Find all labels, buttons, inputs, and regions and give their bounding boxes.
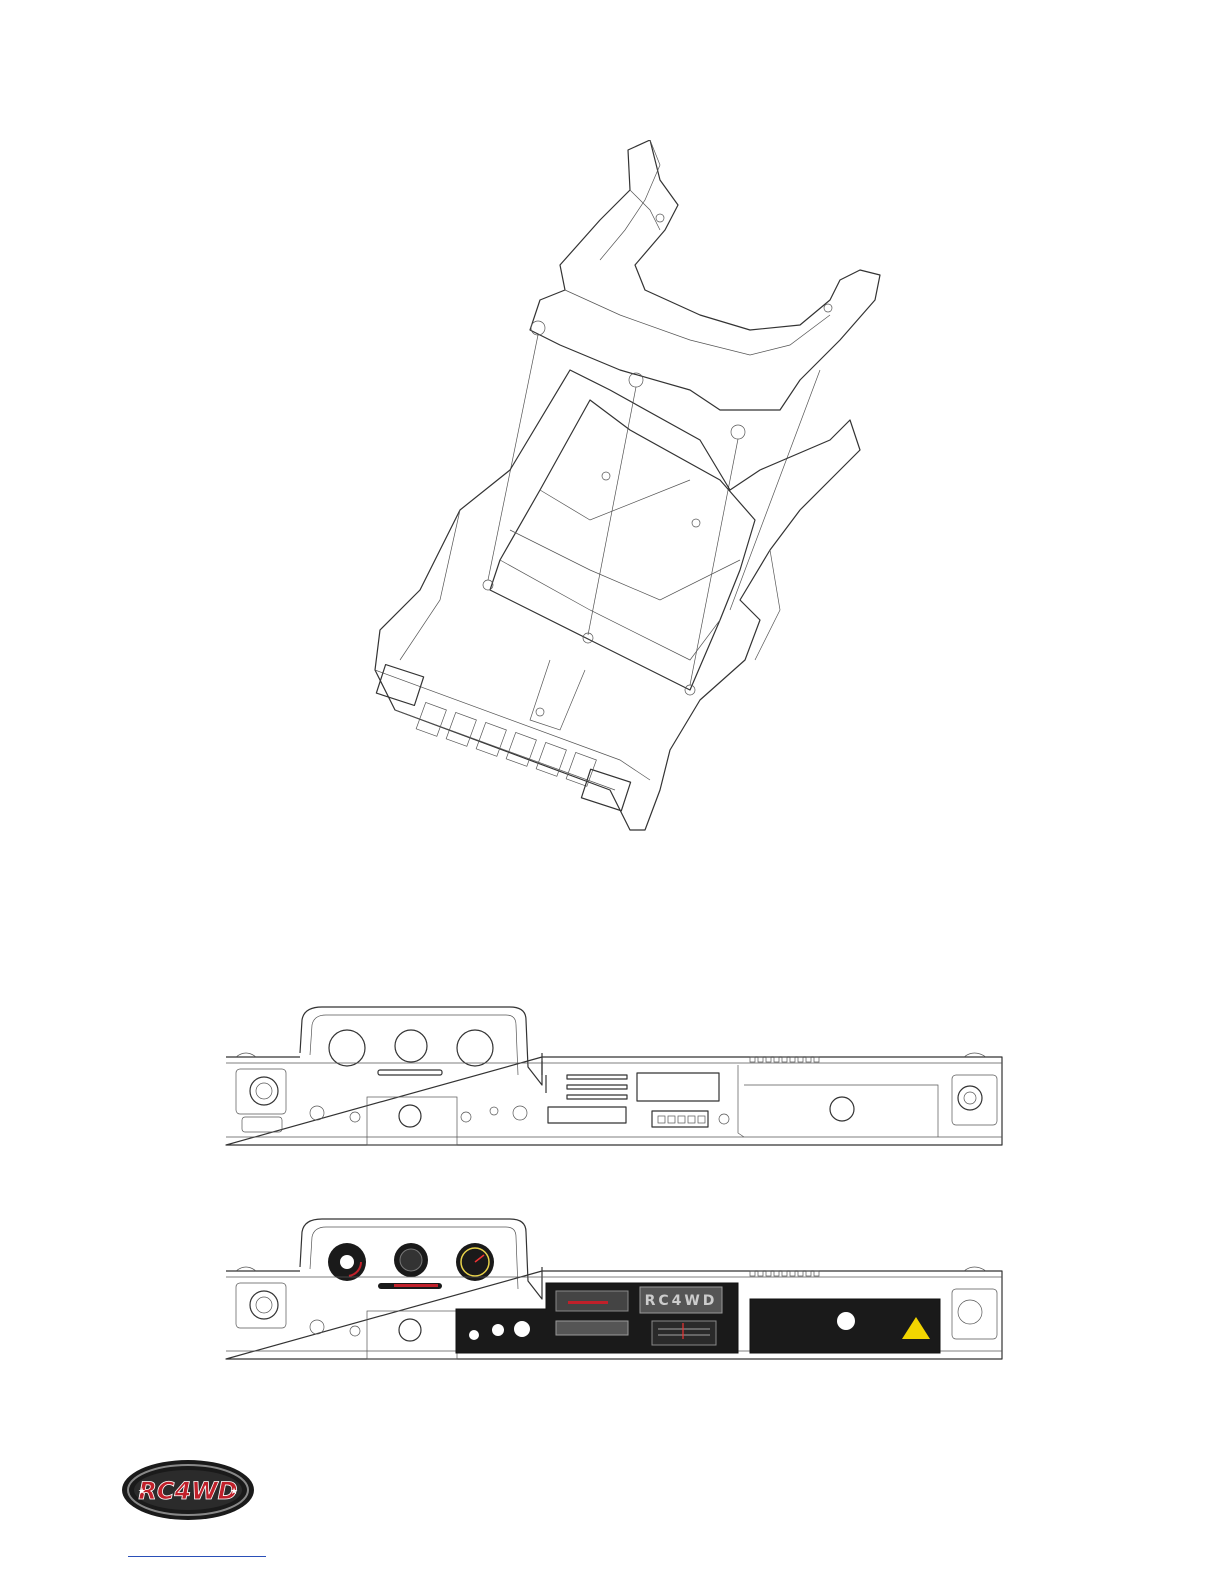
- svg-text:★: ★: [138, 1486, 146, 1496]
- dash-hood-part: [530, 140, 880, 439]
- interior-tub-part: [375, 370, 860, 830]
- dashboard-decal-drawing: RC4WD: [222, 1217, 1004, 1361]
- footer-link[interactable]: [128, 1556, 266, 1557]
- dashboard-line-drawing: [222, 1005, 1004, 1147]
- brand-logo-text: RC4WD: [138, 1477, 237, 1505]
- brand-logo: RC4WD ★ ★: [120, 1458, 256, 1522]
- radio-logo-decal: RC4WD: [645, 1293, 718, 1309]
- exploded-assembly-illustration: [360, 140, 900, 840]
- gauge-decals: [328, 1243, 494, 1289]
- svg-text:★: ★: [230, 1486, 238, 1496]
- alignment-lines: [488, 335, 820, 685]
